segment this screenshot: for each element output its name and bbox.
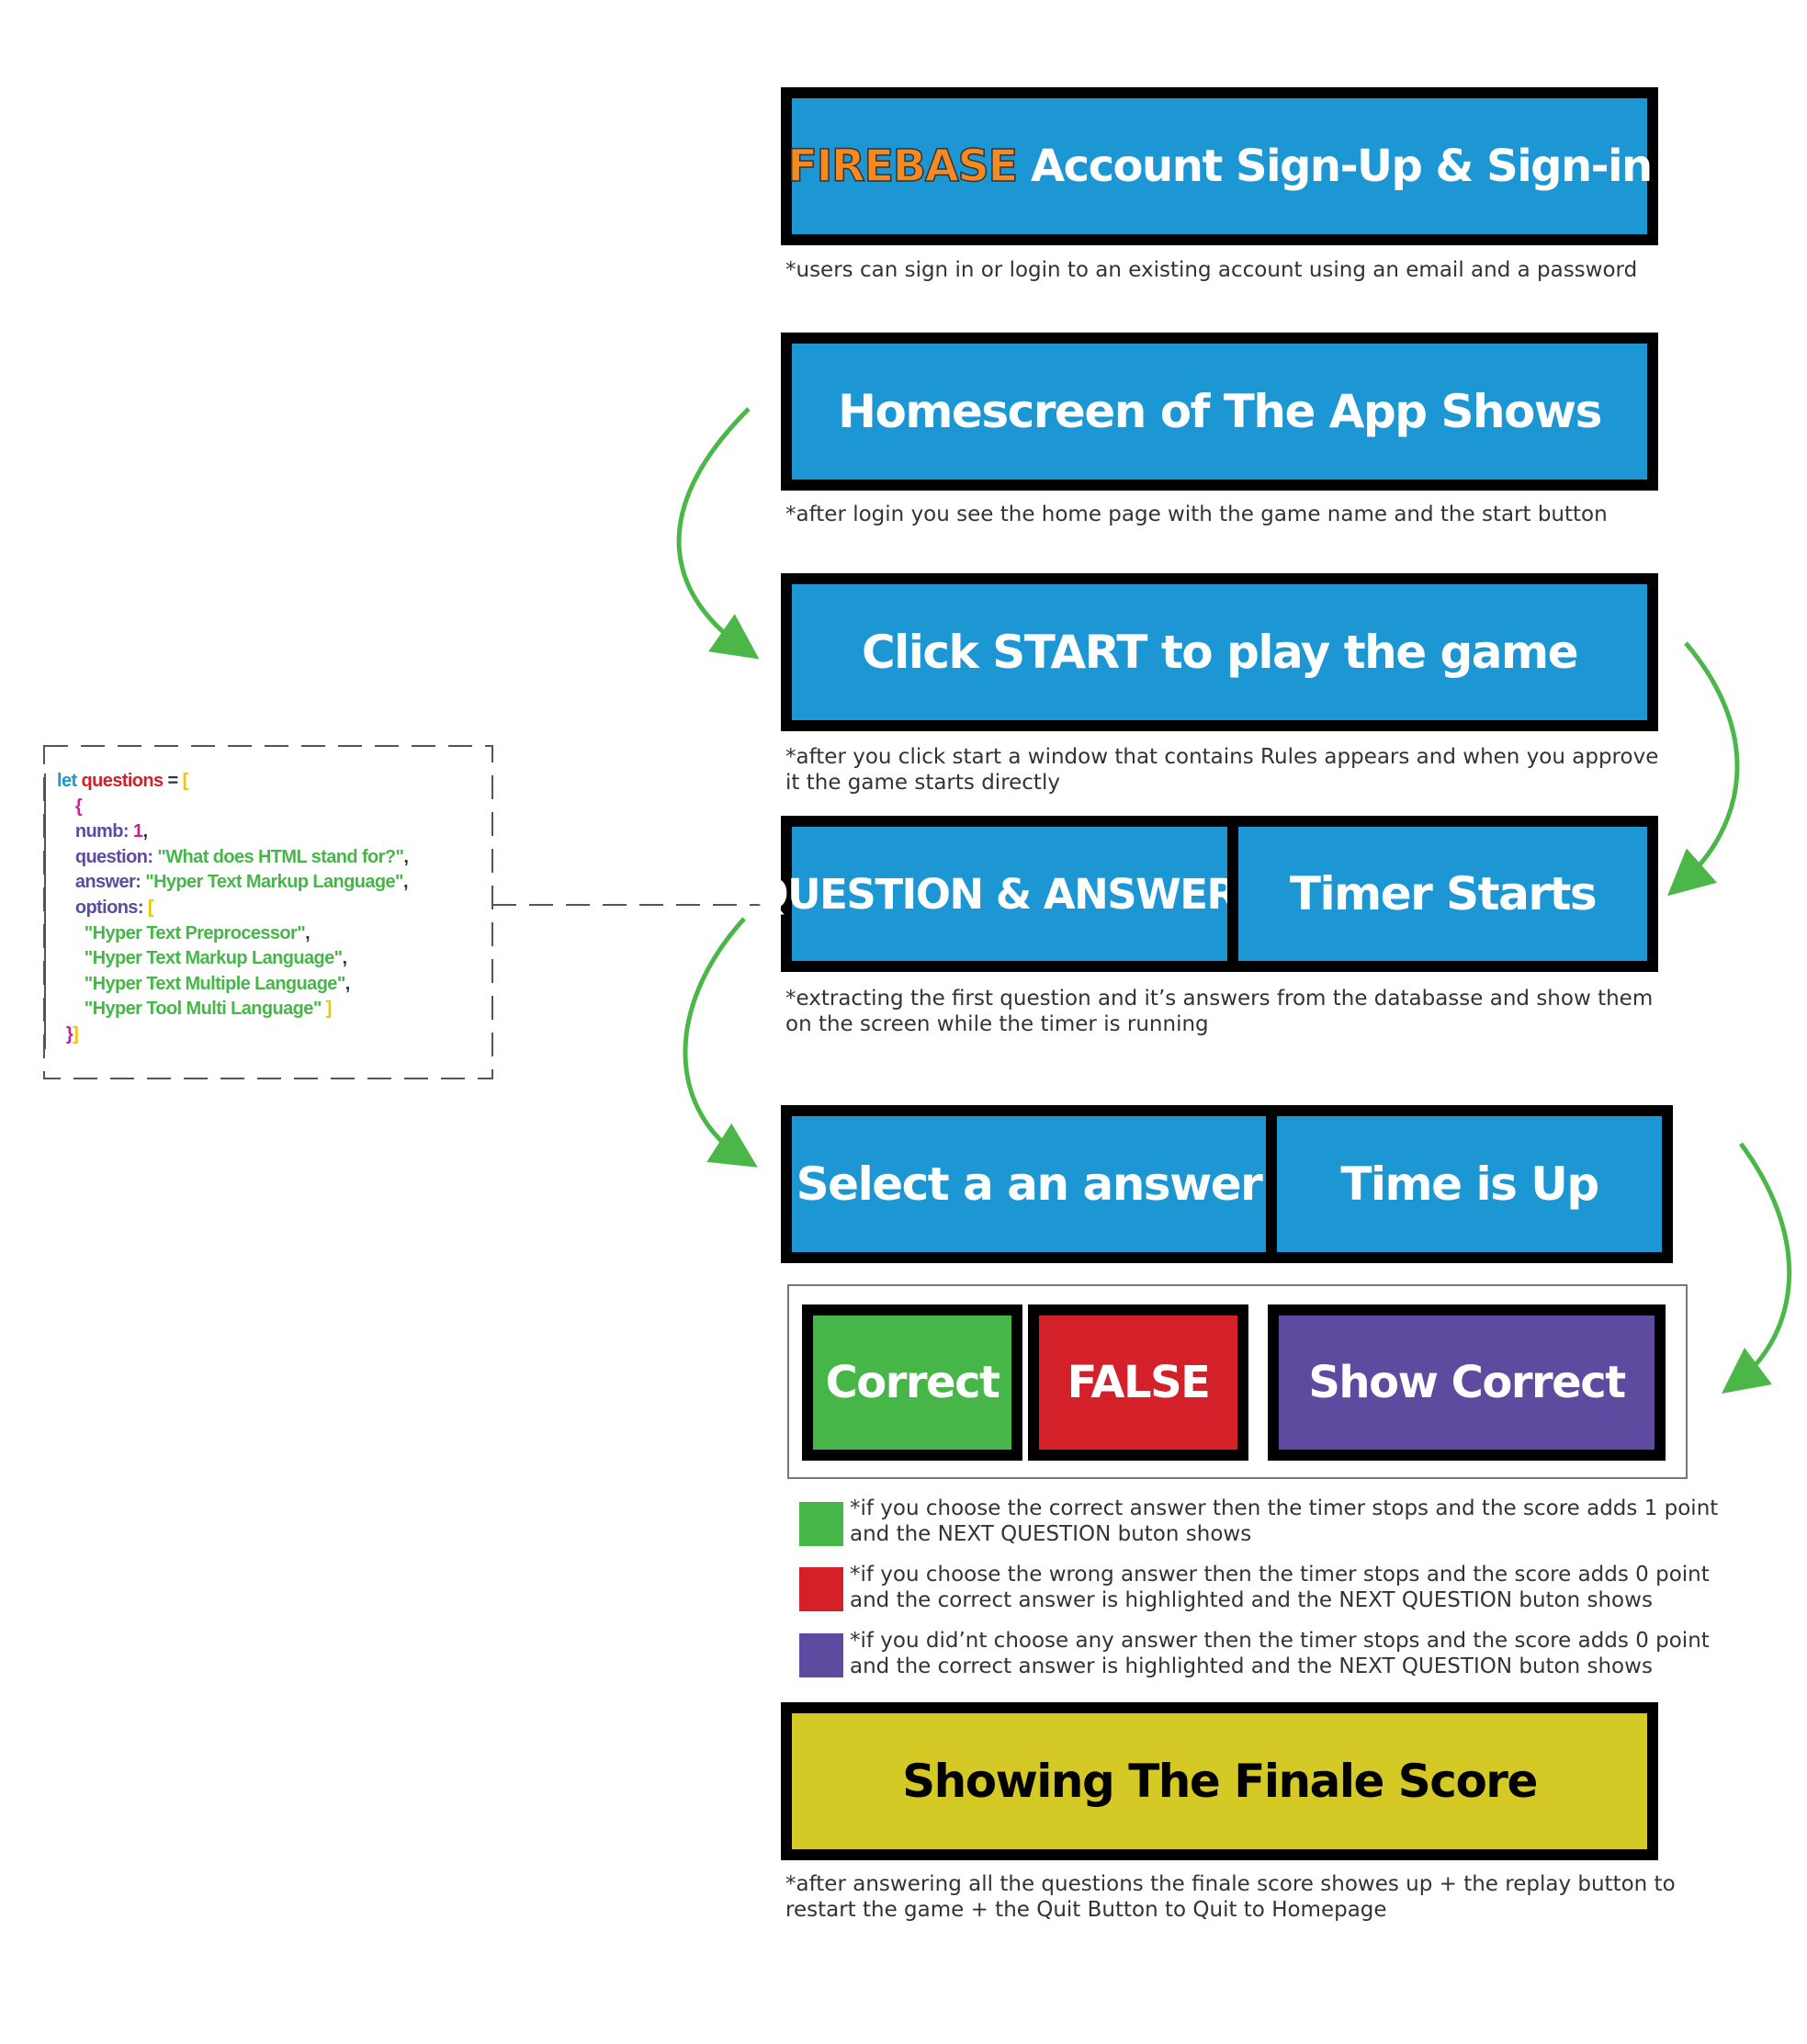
code-question-key: question: [74,846,153,867]
click-start-note: *after you click start a window that con… [785,745,1659,795]
legend-text-show-correct: *if you did’nt choose any answer then th… [850,1629,1710,1678]
results-frame [787,1284,1688,1479]
arrow-home-to-start [676,407,760,660]
legend-swatch-false [799,1567,843,1611]
code-close-array: ] [73,1023,79,1045]
code-answer-key: answer: [74,872,141,893]
final-score-title: Showing The Finale Score [902,1755,1538,1808]
firebase-brand: FIREBASE [787,140,1019,193]
homescreen-box: Homescreen of The App Shows [781,333,1658,491]
code-question-value: "What does HTML stand for?" [157,846,404,867]
code-open-object: { [74,796,83,817]
correct-box: Correct [802,1304,1022,1461]
timer-starts-box: Timer Starts [1227,816,1658,972]
correct-title: Correct [825,1357,1001,1408]
code-option-4: "Hyper Tool Multi Language" [84,999,322,1020]
arrow-timeup-to-showcorrect [1722,1142,1792,1395]
show-correct-title: Show Correct [1308,1357,1626,1408]
code-option-3: "Hyper Text Multiple Language" [84,973,346,994]
code-equals: = [163,771,183,791]
code-close-object: } [65,1023,73,1045]
code-comma: , [402,872,409,893]
homescreen-title: Homescreen of The App Shows [838,385,1602,438]
code-rule [44,774,46,1049]
question-answers-title: QUESTION & ANSWERS [753,869,1267,919]
code-comma: , [305,922,311,943]
code-callout-frame [43,745,493,1079]
question-note: *extracting the first question and it’s … [785,987,1654,1036]
signin-title: Account Sign-Up & Sign-in [1016,141,1653,192]
questions-code-snippet: let questions = [ { numb: 1, question: "… [57,769,409,1048]
code-comma: , [342,948,348,969]
homescreen-note: *after login you see the home page with … [785,503,1608,526]
click-start-box: Click START to play the game [781,573,1658,731]
show-correct-box: Show Correct [1268,1304,1666,1461]
code-numb-value: 1 [132,821,143,842]
code-comma: , [344,973,351,994]
legend-text-correct: *if you choose the correct answer then t… [850,1496,1719,1546]
code-options-close: ] [325,999,333,1020]
false-title: FALSE [1067,1357,1211,1408]
code-option-1: "Hyper Text Preprocessor" [84,922,306,943]
click-start-title: Click START to play the game [861,626,1579,679]
firebase-signin-box: FIREBASE Account Sign-Up & Sign-in [781,87,1658,245]
final-score-box: Showing The Finale Score [781,1702,1658,1860]
select-answer-box: Select a an answer [781,1105,1277,1263]
arrow-start-to-timer [1667,641,1740,897]
time-is-up-box: Time is Up [1266,1105,1673,1263]
code-answer-value: "Hyper Text Markup Language" [145,872,403,893]
code-open-array: [ [182,771,189,791]
code-options-open: [ [147,897,154,918]
code-var-questions: questions [81,771,164,791]
legend-text-false: *if you choose the wrong answer then the… [850,1563,1710,1612]
legend-swatch-show-correct [799,1633,843,1677]
code-keyword-let: let [57,771,77,791]
code-options-key: options: [74,897,144,918]
final-score-note: *after answering all the questions the f… [785,1872,1676,1922]
question-answers-box: QUESTION & ANSWERS [753,816,1267,972]
code-numb-key: numb: [74,821,130,842]
false-box: FALSE [1028,1304,1248,1461]
time-is-up-title: Time is Up [1340,1158,1599,1211]
legend-swatch-correct [799,1502,843,1546]
arrow-question-to-select [683,917,758,1168]
signin-note: *users can sign in or login to an existi… [785,258,1638,282]
code-comma: , [142,821,148,842]
code-option-2: "Hyper Text Markup Language" [84,948,343,969]
select-answer-title: Select a an answer [796,1158,1263,1211]
code-comma: , [403,846,409,867]
timer-starts-title: Timer Starts [1289,867,1598,920]
